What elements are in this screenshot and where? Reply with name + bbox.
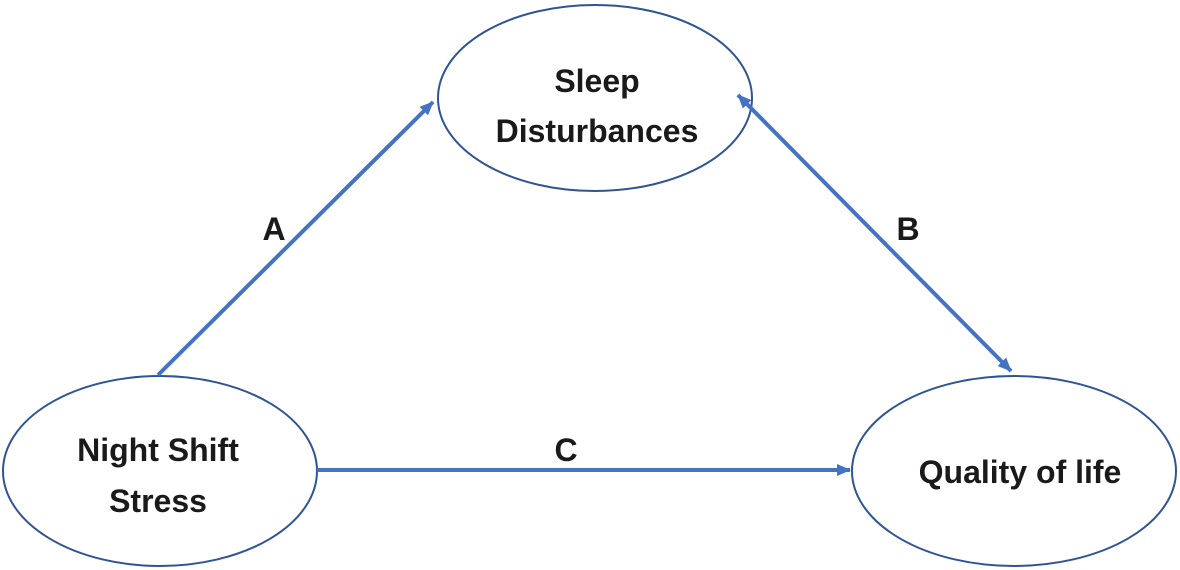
edge-c-label: C [554,432,577,468]
node-night-shift-stress-label-line1: Night Shift [77,432,239,468]
node-quality-of-life: Quality of life [851,375,1177,567]
node-night-shift-stress-label-line2: Stress [109,483,207,519]
node-sleep-disturbances-label-line2: Disturbances [496,113,699,149]
edge-c: C [317,432,851,476]
node-night-shift-stress-ellipse [2,375,318,567]
edge-b-arrow [736,93,1013,373]
edge-b-label: B [896,211,919,247]
node-quality-of-life-ellipse [851,375,1177,567]
edge-a-label: A [262,211,285,247]
node-quality-of-life-label-line1: Quality of life [919,454,1122,490]
node-sleep-disturbances: Sleep Disturbances [437,4,753,192]
node-sleep-disturbances-label-line1: Sleep [554,63,639,99]
node-night-shift-stress: Night Shift Stress [2,375,318,567]
edge-b: B [736,93,1013,373]
edge-a: A [156,100,435,377]
edge-a-arrow [156,100,435,377]
